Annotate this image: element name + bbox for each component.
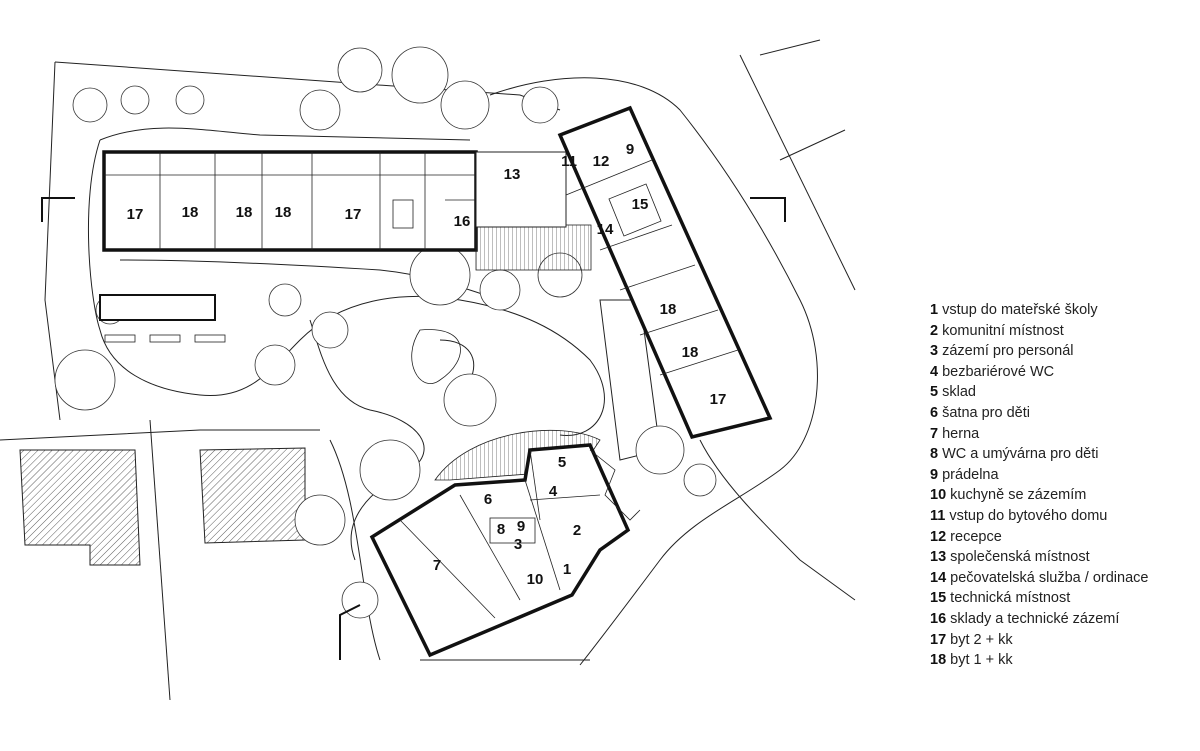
room-label: 18 <box>660 301 677 318</box>
legend-text: WC a umývárna pro děti <box>942 446 1099 463</box>
terrace <box>475 224 592 271</box>
legend-number: 15 <box>930 590 947 607</box>
legend-number: 6 <box>930 404 939 421</box>
legend-text: sklad <box>942 384 976 401</box>
room-label: 4 <box>549 483 558 500</box>
playground <box>411 329 461 384</box>
room-label: 18 <box>275 204 292 221</box>
legend-text: prádelna <box>942 466 999 483</box>
room-label: 13 <box>504 166 521 183</box>
legend-item: 5 sklad <box>930 382 1148 403</box>
legend-number: 4 <box>930 363 939 380</box>
room-label: 15 <box>632 196 649 213</box>
room-label: 18 <box>682 344 699 361</box>
legend-item: 13 společenská místnost <box>930 547 1148 568</box>
room-label: 5 <box>558 454 566 471</box>
legend-item: 3 zázemí pro personál <box>930 341 1148 362</box>
room-label: 17 <box>710 391 727 408</box>
legend-item: 18 byt 1 + kk <box>930 650 1148 671</box>
neighbour-buildings <box>19 447 306 566</box>
room-label: 14 <box>597 221 614 238</box>
legend-number: 13 <box>930 549 947 566</box>
legend-number: 18 <box>930 652 947 669</box>
legend-text: zázemí pro personál <box>942 343 1074 360</box>
room-label: 16 <box>454 213 471 230</box>
room-label: 12 <box>593 153 610 170</box>
legend-item: 9 prádelna <box>930 465 1148 486</box>
legend-item: 17 byt 2 + kk <box>930 630 1148 651</box>
site-floor-plan: 17 18 18 18 17 16 13 11 12 9 15 14 18 18… <box>0 39 856 701</box>
legend-text: herna <box>942 425 980 442</box>
room-label: 11 <box>561 153 577 170</box>
trees <box>54 46 717 619</box>
legend-text: byt 2 + kk <box>950 631 1013 648</box>
room-label: 17 <box>345 206 362 223</box>
legend-item: 11 vstup do bytového domu <box>930 506 1148 527</box>
legend-text: technická místnost <box>950 590 1071 607</box>
legend-item: 12 recepce <box>930 527 1148 548</box>
room-label: 1 <box>563 561 571 578</box>
room-label: 8 <box>497 521 505 538</box>
legend-number: 3 <box>930 343 939 360</box>
legend-text: kuchyně se zázemím <box>950 487 1087 504</box>
room-label: 9 <box>517 518 525 535</box>
legend-number: 16 <box>930 610 947 627</box>
legend-number: 12 <box>930 528 947 545</box>
legend-text: vstup do mateřské školy <box>942 302 1098 318</box>
room-label: 18 <box>182 204 199 221</box>
legend-number: 11 <box>930 507 946 524</box>
room-label: 18 <box>236 204 253 221</box>
benches <box>104 334 226 343</box>
legend-item: 4 bezbariérové WC <box>930 362 1148 383</box>
legend-item: 10 kuchyně se zázemím <box>930 485 1148 506</box>
legend-text: šatna pro děti <box>942 404 1030 421</box>
legend-item: 2 komunitní místnost <box>930 321 1148 342</box>
legend-text: komunitní místnost <box>942 322 1064 339</box>
section-markers <box>41 197 786 660</box>
legend-text: sklady a technické zázemí <box>950 610 1120 627</box>
legend-item: 15 technická místnost <box>930 588 1148 609</box>
legend-text: společenská místnost <box>950 549 1090 566</box>
room-label: 10 <box>527 571 544 588</box>
legend-item: 7 herna <box>930 424 1148 445</box>
legend-text: pečovatelská služba / ordinace <box>950 569 1149 586</box>
room-label: 7 <box>433 557 441 574</box>
wing-kindergarten <box>369 429 641 658</box>
legend-item: 8 WC a umývárna pro děti <box>930 444 1148 465</box>
room-label: 17 <box>127 206 144 223</box>
legend-text: recepce <box>950 528 1002 545</box>
legend-number: 8 <box>930 446 939 463</box>
room-label: 2 <box>573 522 581 539</box>
legend-text: byt 1 + kk <box>950 652 1013 669</box>
wing-residential-diagonal <box>557 105 773 440</box>
legend-text: bezbariérové WC <box>942 363 1055 380</box>
legend-number: 5 <box>930 384 939 401</box>
legend-item: 6 šatna pro děti <box>930 403 1148 424</box>
room-label: 6 <box>484 491 492 508</box>
legend-number: 9 <box>930 466 939 483</box>
room-label: 9 <box>626 141 634 158</box>
legend-number: 1 <box>930 302 939 318</box>
room-labels: 17 18 18 18 17 16 13 11 12 9 15 14 18 18… <box>127 141 727 588</box>
legend-item: 16 sklady a technické zázemí <box>930 609 1148 630</box>
legend-number: 14 <box>930 569 947 586</box>
legend-number: 17 <box>930 631 947 648</box>
legend-item: 1 vstup do mateřské školy <box>930 300 1148 321</box>
legend-text: vstup do bytového domu <box>949 507 1108 524</box>
room-label: 3 <box>514 536 522 553</box>
pool <box>99 294 216 321</box>
legend-number: 7 <box>930 425 939 442</box>
wing-residential-horizontal <box>102 150 592 271</box>
legend-item: 14 pečovatelská služba / ordinace <box>930 568 1148 589</box>
legend-number: 2 <box>930 322 939 339</box>
legend-number: 10 <box>930 487 947 504</box>
